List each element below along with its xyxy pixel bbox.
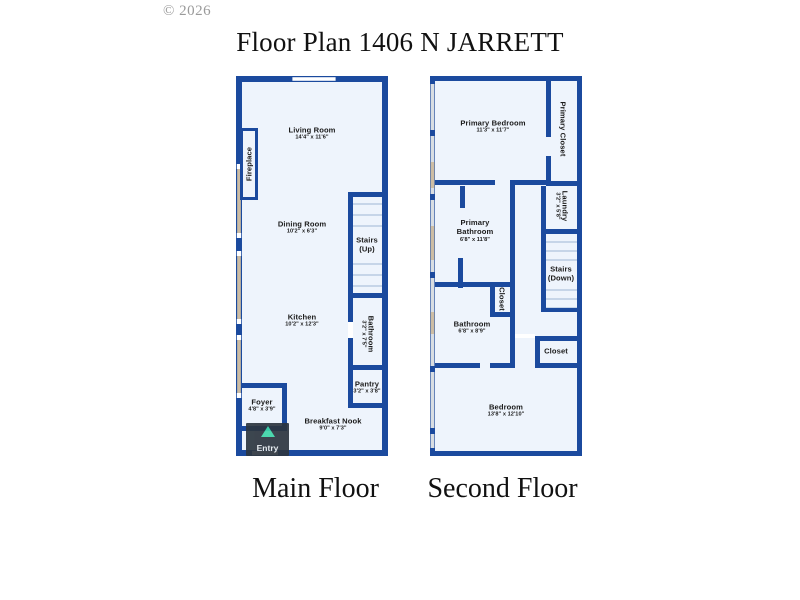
- main-floor-plan: Living Room 14'4" x 11'6" Dining Room 10…: [236, 76, 388, 456]
- main-floor-caption: Main Floor: [252, 473, 379, 504]
- second-floor-plan: Primary Bedroom 11'3" x 11'7" Primary Ba…: [430, 76, 582, 456]
- entry-label: Entry: [256, 443, 279, 453]
- entry-marker[interactable]: Entry: [246, 423, 289, 456]
- page-title: Floor Plan 1406 N JARRETT: [236, 27, 564, 57]
- copyright-notice: © 2026: [163, 3, 212, 19]
- second-floor-caption: Second Floor: [427, 473, 578, 504]
- entry-arrow-icon: [260, 426, 275, 437]
